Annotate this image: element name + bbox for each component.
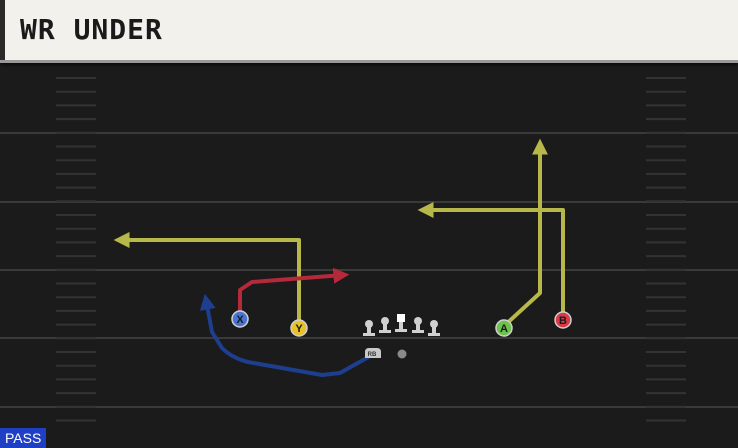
offensive-line bbox=[363, 314, 440, 336]
lineman-icon bbox=[379, 317, 391, 333]
yard-lines bbox=[0, 132, 738, 408]
lineman-icon bbox=[363, 320, 375, 336]
a-route bbox=[502, 138, 548, 328]
player-y[interactable]: Y bbox=[290, 319, 308, 337]
lineman-icon bbox=[412, 317, 424, 333]
x-label: X bbox=[236, 314, 244, 326]
a-label: A bbox=[500, 323, 508, 335]
center-icon bbox=[395, 314, 407, 332]
player-b[interactable]: B bbox=[554, 311, 572, 329]
rb-label: RB bbox=[368, 352, 377, 358]
hash-marks bbox=[56, 77, 686, 422]
x-route bbox=[238, 267, 350, 316]
player-a[interactable]: A bbox=[495, 319, 513, 337]
title-accent bbox=[0, 0, 5, 60]
player-x[interactable]: X bbox=[231, 310, 249, 328]
y-label: Y bbox=[295, 323, 303, 335]
player-rb[interactable]: RB bbox=[365, 348, 381, 358]
rb-route bbox=[199, 293, 373, 377]
qb-dot-icon bbox=[397, 349, 407, 359]
y-route bbox=[113, 232, 301, 326]
play-title: WR UNDER bbox=[20, 13, 163, 46]
lineman-icon bbox=[428, 320, 440, 336]
play-title-bar: WR UNDER bbox=[0, 0, 738, 63]
b-route bbox=[417, 202, 565, 318]
b-label: B bbox=[559, 315, 567, 327]
field-background bbox=[0, 60, 738, 448]
play-type-badge: PASS bbox=[0, 428, 47, 448]
